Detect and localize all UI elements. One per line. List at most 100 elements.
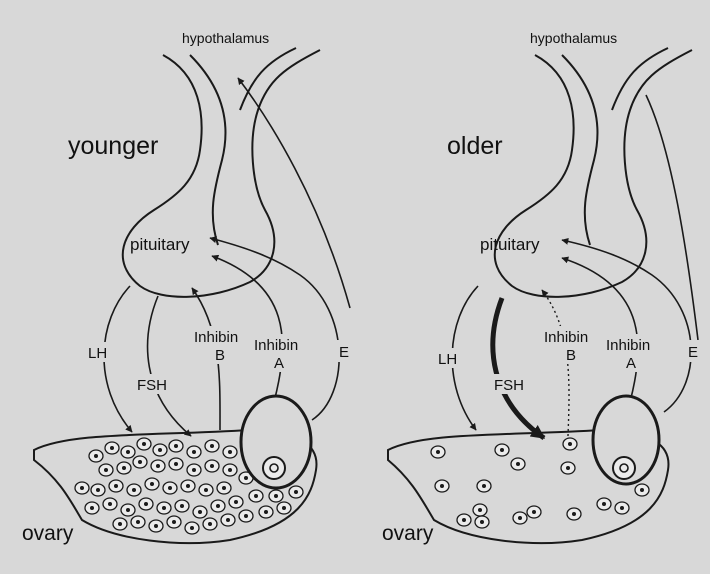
small-follicle-oocyte xyxy=(254,494,258,498)
small-follicle-oocyte xyxy=(620,506,624,510)
small-follicle-oocyte xyxy=(566,466,570,470)
inhibin-a-letter: A xyxy=(626,355,636,372)
small-follicle-oocyte xyxy=(480,520,484,524)
small-follicle-oocyte xyxy=(294,490,298,494)
inhibin-b-label: Inhibin xyxy=(544,329,588,346)
small-follicle-oocyte xyxy=(190,526,194,530)
small-follicle-oocyte xyxy=(264,510,268,514)
small-follicle-oocyte xyxy=(210,464,214,468)
hypothalamus-label: hypothalamus xyxy=(530,30,617,46)
small-follicle-oocyte xyxy=(192,468,196,472)
small-follicle-oocyte xyxy=(518,516,522,520)
fsh-arrow-bold xyxy=(493,298,544,438)
oocyte xyxy=(613,457,635,479)
small-follicle-oocyte xyxy=(532,510,536,514)
panel-younger: hypothalamus younger pituitary LH FSH In… xyxy=(22,30,355,545)
lh-label: LH xyxy=(88,345,107,362)
small-follicle-oocyte xyxy=(104,468,108,472)
small-follicle-oocyte xyxy=(158,448,162,452)
ovary-label: ovary xyxy=(382,522,434,545)
small-follicle-oocyte xyxy=(138,460,142,464)
small-follicle-oocyte xyxy=(226,518,230,522)
small-follicle-oocyte xyxy=(90,506,94,510)
small-follicle-oocyte xyxy=(172,520,176,524)
small-follicle-oocyte xyxy=(204,488,208,492)
small-follicle-oocyte xyxy=(228,468,232,472)
small-follicle-oocyte xyxy=(126,450,130,454)
small-follicle-oocyte xyxy=(168,486,172,490)
hypothalamus-label: hypothalamus xyxy=(182,30,269,46)
e-label: E xyxy=(688,344,698,361)
small-follicle-oocyte xyxy=(436,450,440,454)
e-label: E xyxy=(339,344,349,361)
small-follicle-oocyte xyxy=(568,442,572,446)
small-follicle-oocyte xyxy=(180,504,184,508)
small-follicle-oocyte xyxy=(132,488,136,492)
small-follicle-oocyte xyxy=(154,524,158,528)
small-follicle-oocyte xyxy=(244,514,248,518)
small-follicle-oocyte xyxy=(274,494,278,498)
small-follicle-oocyte xyxy=(150,482,154,486)
small-follicle-oocyte xyxy=(174,444,178,448)
small-follicle-oocyte xyxy=(198,510,202,514)
small-follicle-oocyte xyxy=(110,446,114,450)
small-follicle-oocyte xyxy=(208,522,212,526)
e-to-hypothalamus-arrow xyxy=(238,78,350,308)
fsh-arrow xyxy=(148,296,191,436)
small-follicle-oocyte xyxy=(210,444,214,448)
small-follicle-oocyte xyxy=(222,486,226,490)
small-follicle-oocyte xyxy=(500,448,504,452)
small-follicle-oocyte xyxy=(144,502,148,506)
panel-older: hypothalamus older pituitary LH FSH Inhi… xyxy=(382,30,704,545)
small-follicle-oocyte xyxy=(482,484,486,488)
inhibin-b-letter: B xyxy=(215,347,225,364)
small-follicle-oocyte xyxy=(478,508,482,512)
small-follicle-oocyte xyxy=(602,502,606,506)
small-follicle-oocyte xyxy=(108,502,112,506)
fsh-label: FSH xyxy=(494,377,524,394)
lh-label: LH xyxy=(438,351,457,368)
pituitary-label: pituitary xyxy=(480,235,540,254)
inhibin-a-label: Inhibin xyxy=(254,337,298,354)
small-follicle-oocyte xyxy=(122,466,126,470)
panel-title: older xyxy=(447,132,503,160)
small-follicle-oocyte xyxy=(80,486,84,490)
oocyte xyxy=(263,457,285,479)
pituitary-gland xyxy=(495,50,692,297)
ovary-label: ovary xyxy=(22,522,74,545)
small-follicle-oocyte xyxy=(640,488,644,492)
fsh-label: FSH xyxy=(137,377,167,394)
inhibin-a-label: Inhibin xyxy=(606,337,650,354)
panel-title: younger xyxy=(68,132,158,160)
pituitary-stalk xyxy=(562,48,668,245)
inhibin-b-letter: B xyxy=(566,347,576,364)
small-follicle-oocyte xyxy=(96,488,100,492)
inhibin-b-label: Inhibin xyxy=(194,329,238,346)
small-follicle-oocyte xyxy=(228,450,232,454)
small-follicle-oocyte xyxy=(114,484,118,488)
small-follicle-oocyte xyxy=(118,522,122,526)
pituitary-stalk xyxy=(190,48,296,245)
small-follicle-oocyte xyxy=(244,476,248,480)
small-follicle-oocyte xyxy=(572,512,576,516)
small-follicle-oocyte xyxy=(462,518,466,522)
small-follicle-oocyte xyxy=(174,462,178,466)
inhibin-a-letter: A xyxy=(274,355,284,372)
e-to-hypothalamus-line xyxy=(646,95,698,340)
small-follicle-oocyte xyxy=(94,454,98,458)
small-follicle-oocyte xyxy=(282,506,286,510)
small-follicle-oocyte xyxy=(186,484,190,488)
pituitary-label: pituitary xyxy=(130,235,190,254)
small-follicle-oocyte xyxy=(126,508,130,512)
small-follicle-oocyte xyxy=(156,464,160,468)
small-follicle-oocyte xyxy=(136,520,140,524)
small-follicle-oocyte xyxy=(192,450,196,454)
small-follicle-oocyte xyxy=(142,442,146,446)
small-follicle-oocyte xyxy=(440,484,444,488)
small-follicle-oocyte xyxy=(234,500,238,504)
small-follicle-oocyte xyxy=(162,506,166,510)
small-follicle-oocyte xyxy=(516,462,520,466)
small-follicle-oocyte xyxy=(216,504,220,508)
